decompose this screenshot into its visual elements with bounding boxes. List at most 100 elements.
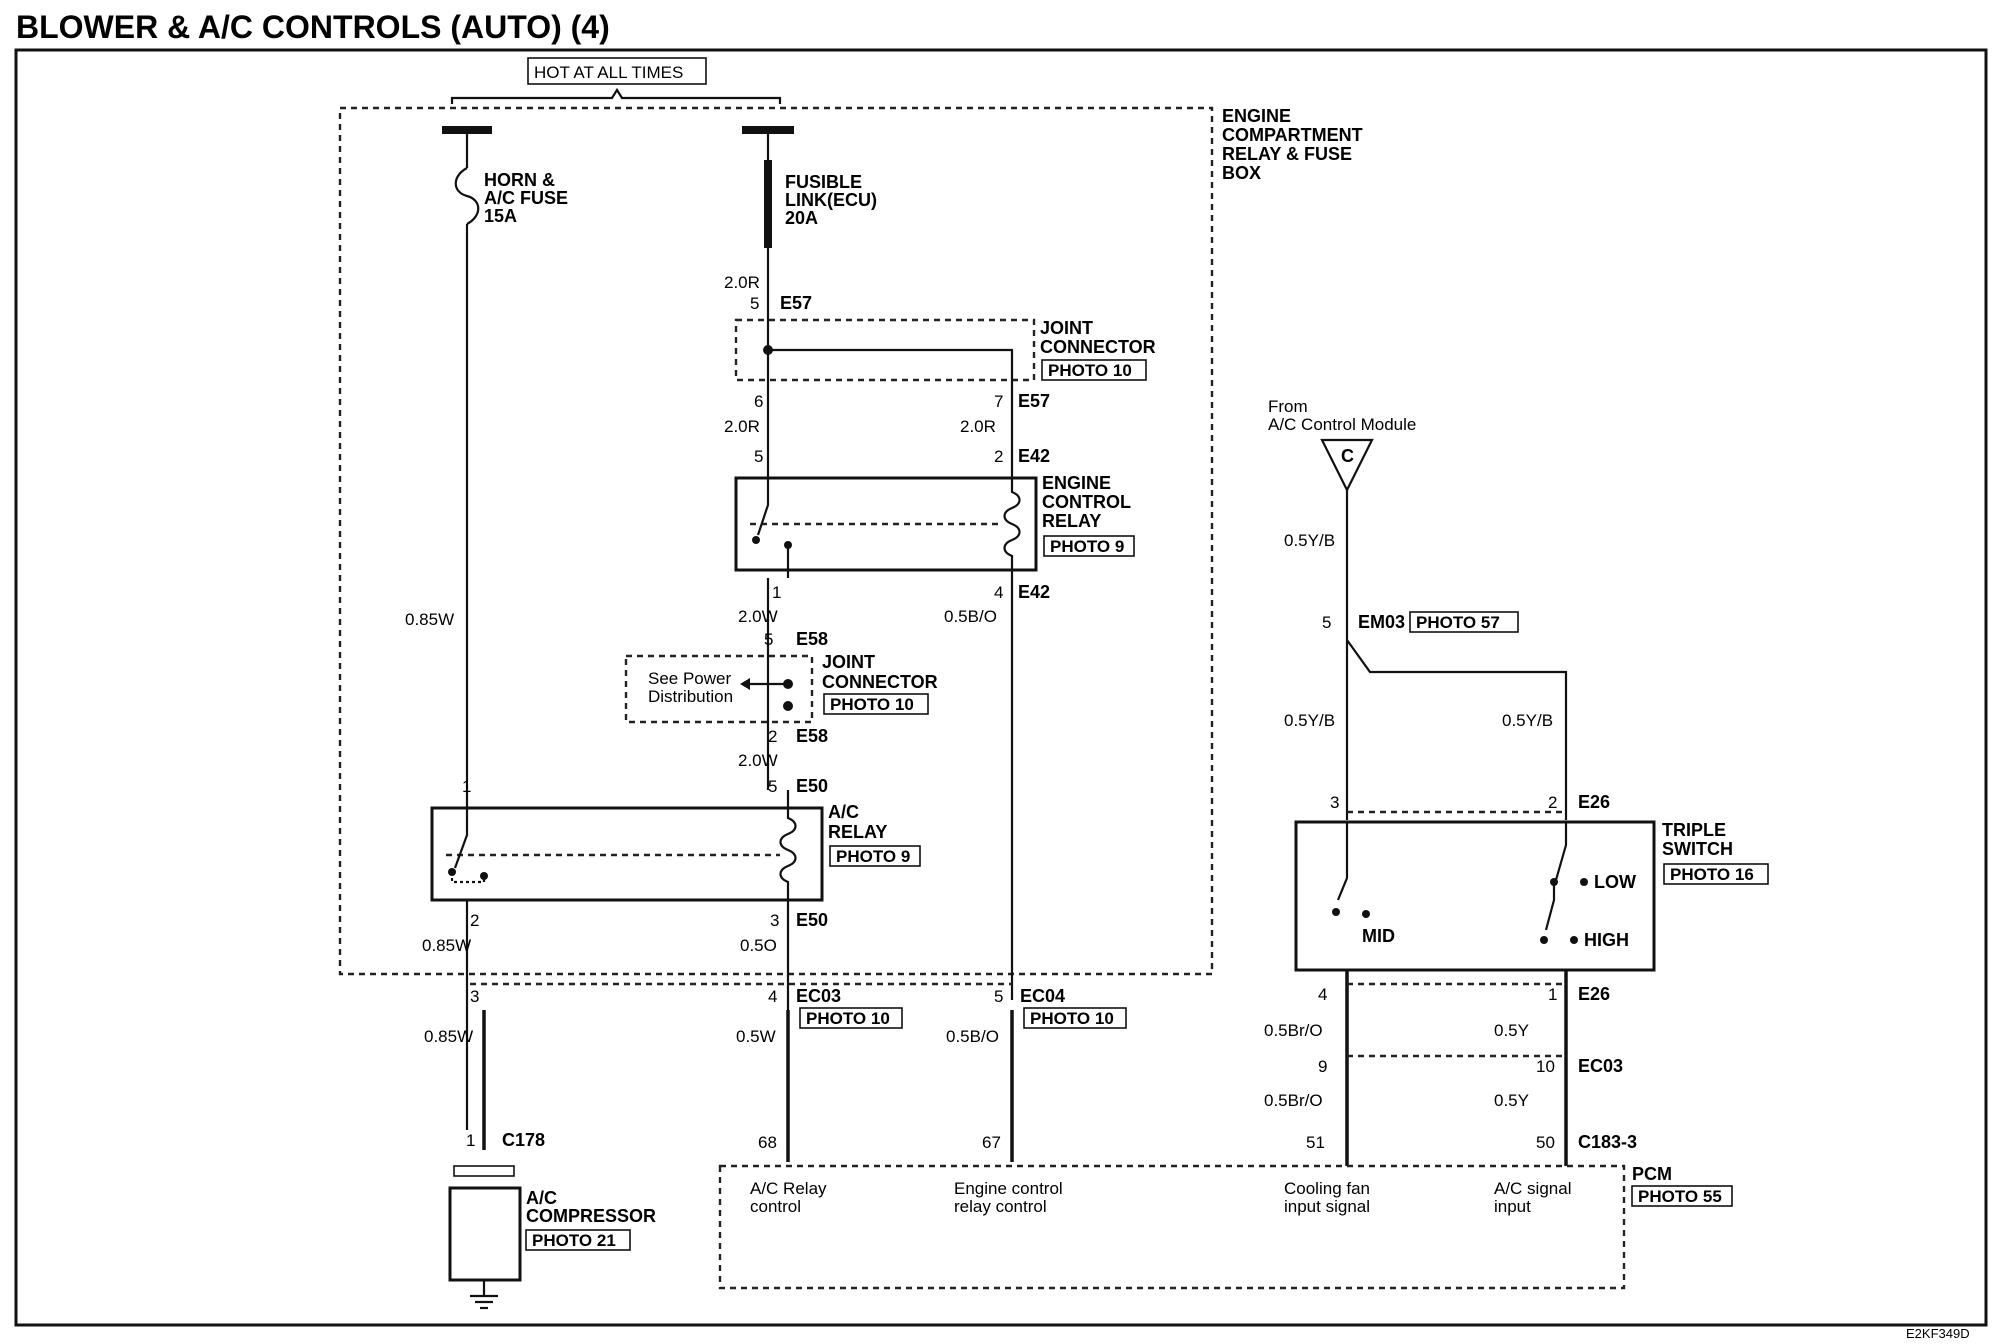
pin-2-e42: 2 xyxy=(994,447,1003,466)
pcm-input-1-line-1: A/C Relay xyxy=(750,1179,827,1198)
ac-relay-label-1: A/C xyxy=(828,802,859,822)
outer-frame xyxy=(14,48,1988,1327)
pcm-label: PCM xyxy=(1632,1164,1672,1184)
pin-50: 50 xyxy=(1536,1133,1555,1152)
joint-connector-1-photo: PHOTO 10 xyxy=(1048,361,1132,380)
connector-e26-top: E26 xyxy=(1578,792,1610,812)
ec03-photo: PHOTO 10 xyxy=(806,1009,890,1028)
wire-label-20r-b: 2.0R xyxy=(724,417,760,436)
pin-4-e42: 4 xyxy=(994,583,1003,602)
pin-2-e58: 2 xyxy=(768,727,777,746)
pcm-input-3-line-2: input signal xyxy=(1284,1197,1370,1216)
see-power-label-2: Distribution xyxy=(648,687,733,706)
pcm-box xyxy=(718,1164,1626,1290)
hot-bracket xyxy=(450,87,782,104)
wire-label-05y-a: 0.5Y xyxy=(1494,1021,1529,1040)
page-title: BLOWER & A/C CONTROLS (AUTO) (4) xyxy=(16,9,610,45)
pcm-input-4-line-2: input xyxy=(1494,1197,1531,1216)
engine-box-label-4: BOX xyxy=(1222,163,1261,183)
connector-c183-3: C183-3 xyxy=(1578,1132,1637,1152)
horn-fuse-label-2: A/C FUSE xyxy=(484,188,568,208)
pin-9: 9 xyxy=(1318,1057,1327,1076)
footer-ref: E2KF349D xyxy=(1906,1326,1970,1341)
triple-switch xyxy=(1294,820,1656,972)
pin-3-e26: 3 xyxy=(1330,793,1339,812)
engine-relay-label-1: ENGINE xyxy=(1042,473,1111,493)
wire-label-20w-b: 2.0W xyxy=(738,751,778,770)
engine-box-label-1: ENGINE xyxy=(1222,106,1291,126)
pin-67: 67 xyxy=(982,1133,1001,1152)
connector-e42-top: E42 xyxy=(1018,446,1050,466)
pcm-photo: PHOTO 55 xyxy=(1638,1187,1722,1206)
joint-connector-2-photo: PHOTO 10 xyxy=(830,695,914,714)
wire-label-20r-a: 2.0R xyxy=(724,273,760,292)
pin-5-e58: 5 xyxy=(764,630,773,649)
connector-e50-bottom: E50 xyxy=(796,910,828,930)
connector-ec04: EC04 xyxy=(1020,986,1065,1006)
wire-label-20r-c: 2.0R xyxy=(960,417,996,436)
fusible-link-label-3: 20A xyxy=(785,208,818,228)
connector-e58-bottom: E58 xyxy=(796,726,828,746)
pcm-input-2-line-2: relay control xyxy=(954,1197,1047,1216)
engine-box-label-3: RELAY & FUSE xyxy=(1222,144,1352,164)
pin-1-e50: 1 xyxy=(462,777,471,796)
engine-relay-photo: PHOTO 9 xyxy=(1050,537,1124,556)
wire-label-085w-a: 0.85W xyxy=(405,610,454,629)
joint-connector-2 xyxy=(624,654,814,724)
connector-e58-top: E58 xyxy=(796,629,828,649)
triple-switch-label-2: SWITCH xyxy=(1662,839,1733,859)
pin-4-e26: 4 xyxy=(1318,985,1327,1004)
fusible-link-label-2: LINK(ECU) xyxy=(785,190,877,210)
joint-connector-2-label-2: CONNECTOR xyxy=(822,672,938,692)
pin-7: 7 xyxy=(994,392,1003,411)
switch-low-label: LOW xyxy=(1594,872,1636,892)
hot-label-box xyxy=(527,57,707,85)
wire-label-05o: 0.5O xyxy=(740,936,777,955)
ac-relay xyxy=(430,806,824,902)
see-power-label-1: See Power xyxy=(648,669,731,688)
wire-label-05bro-a: 0.5Br/O xyxy=(1264,1021,1323,1040)
connector-e42-bottom: E42 xyxy=(1018,582,1050,602)
busbar-left xyxy=(442,126,492,134)
pin-68: 68 xyxy=(758,1133,777,1152)
pin-10: 10 xyxy=(1536,1057,1555,1076)
wire-label-085w-c: 0.85W xyxy=(424,1027,473,1046)
horn-fuse-label-1: HORN & xyxy=(484,170,555,190)
wire-label-05bro-b: 0.5Br/O xyxy=(1264,1091,1323,1110)
wire-label-05yb-b: 0.5Y/B xyxy=(1284,711,1335,730)
connector-em03: EM03 xyxy=(1358,612,1405,632)
triple-switch-label-1: TRIPLE xyxy=(1662,820,1726,840)
joint-connector-1-label-2: CONNECTOR xyxy=(1040,337,1156,357)
wire-label-05yb-a: 0.5Y/B xyxy=(1284,531,1335,550)
connector-e57-top: E57 xyxy=(780,293,812,313)
connector-e57-bottom: E57 xyxy=(1018,391,1050,411)
pin-51: 51 xyxy=(1306,1133,1325,1152)
pin-6: 6 xyxy=(754,392,763,411)
pin-2-e26: 2 xyxy=(1548,793,1557,812)
joint-connector-1-label-1: JOINT xyxy=(1040,318,1093,338)
switch-mid-label: MID xyxy=(1362,926,1395,946)
wire-label-05w: 0.5W xyxy=(736,1027,776,1046)
pcm-input-4-line-1: A/C signal xyxy=(1494,1179,1571,1198)
wire-label-05yb-c: 0.5Y/B xyxy=(1502,711,1553,730)
pin-3-ec: 3 xyxy=(470,987,479,1006)
ac-compressor xyxy=(448,1186,522,1282)
engine-relay-label-2: CONTROL xyxy=(1042,492,1131,512)
pin-5-e42: 5 xyxy=(754,447,763,466)
from-label-2: A/C Control Module xyxy=(1268,415,1416,434)
joint-connector-1 xyxy=(734,318,1036,382)
compressor-photo: PHOTO 21 xyxy=(532,1231,616,1250)
fusible-link-label-1: FUSIBLE xyxy=(785,172,862,192)
wire-label-05bo-a: 0.5B/O xyxy=(944,607,997,626)
wire-label-20w-a: 2.0W xyxy=(738,607,778,626)
connector-c-triangle xyxy=(1320,438,1374,493)
connector-e50-top: E50 xyxy=(796,776,828,796)
wire-05yb-branch xyxy=(1346,639,1568,820)
compressor-label-1: A/C xyxy=(526,1188,557,1208)
connector-ec03: EC03 xyxy=(796,986,841,1006)
fusible-link-symbol xyxy=(764,160,772,248)
pin-1-e26: 1 xyxy=(1548,985,1557,1004)
connector-c178: C178 xyxy=(502,1130,545,1150)
horn-ac-fuse-symbol xyxy=(454,167,480,225)
